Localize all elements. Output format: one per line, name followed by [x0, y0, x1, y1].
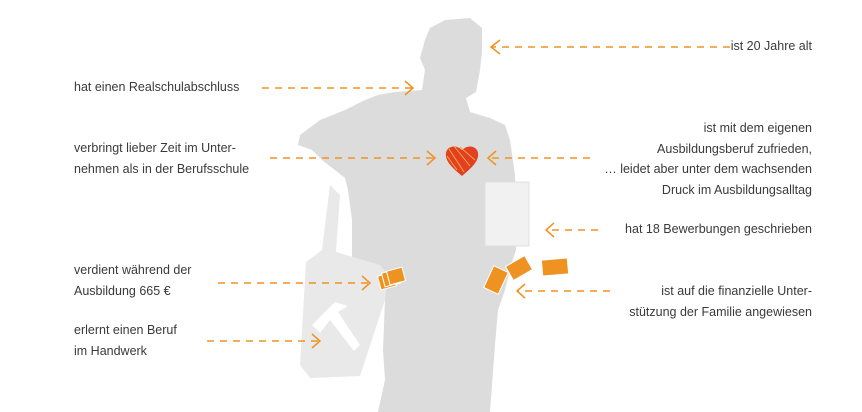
label-line: Druck im Ausbildungsalltag	[661, 182, 812, 197]
arrowhead	[515, 283, 526, 299]
euro-bill-icon	[376, 254, 570, 295]
heart-icon	[445, 145, 479, 176]
label-line: verdient während der	[74, 263, 192, 277]
arrowhead	[489, 39, 501, 55]
label-craft: erlernt einen Beruf im Handwerk	[74, 320, 177, 362]
arrowhead	[361, 275, 372, 291]
arrowhead	[426, 150, 437, 166]
label-line: nehmen als in der Berufsschule	[74, 162, 250, 176]
label-family: ist auf die finanzielle Unter-stützung d…	[629, 281, 812, 323]
label-line: hat 18 Bewerbungen geschrieben	[625, 222, 812, 236]
documents-icon	[484, 181, 530, 247]
label-company: verbringt lieber Zeit im Unter-nehmen al…	[74, 138, 249, 180]
label-line: ist mit dem eigenen	[703, 121, 812, 135]
arrows	[207, 39, 730, 349]
label-line: Ausbildungsberuf zufrieden,	[657, 141, 812, 156]
label-line: … leidet aber unter dem wachsenden	[604, 162, 812, 176]
arrowhead	[404, 80, 415, 96]
label-applications: hat 18 Bewerbungen geschrieben	[625, 219, 812, 240]
label-line: stützung der Familie angewiesen	[629, 305, 812, 319]
person-silhouette	[298, 18, 516, 412]
label-line: erlernt einen Beruf	[74, 323, 177, 337]
label-line: im Handwerk	[74, 344, 147, 358]
label-line: verbringt lieber Zeit im Unter-	[74, 141, 236, 155]
label-line: ist 20 Jahre alt	[730, 39, 812, 53]
label-line: ist auf die finanzielle Unter-	[661, 284, 812, 298]
label-line: hat einen Realschulabschluss	[74, 80, 240, 94]
arrowhead	[311, 333, 322, 349]
label-age: ist 20 Jahre alt	[731, 36, 812, 57]
label-school: hat einen Realschulabschluss	[74, 77, 239, 98]
arrowhead	[486, 150, 497, 166]
label-line: Ausbildung 665 €	[74, 284, 171, 298]
arrowhead	[544, 222, 555, 238]
hammer-icon	[312, 302, 360, 351]
